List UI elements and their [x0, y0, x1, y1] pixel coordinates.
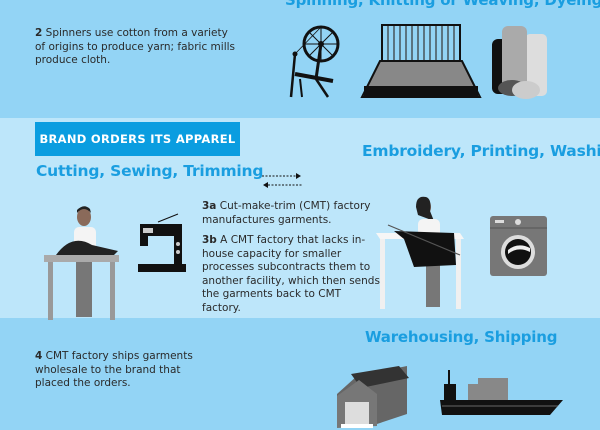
step-description: Spinners use cotton from a variety of or… — [35, 27, 236, 66]
step-number: 4 — [35, 350, 43, 362]
step-number: 3b — [202, 234, 217, 246]
worker-embroidery-icon — [376, 196, 464, 309]
washing-machine-icon — [490, 216, 547, 276]
cutting-title: Cutting, Sewing, Trimming — [36, 162, 264, 180]
sewing-machine-icon — [138, 213, 186, 272]
worker-cutting-icon — [44, 206, 119, 320]
spinning-title: Spinning, Knitting or Weaving, Dyeing — [285, 0, 600, 9]
cargo-ship-icon — [440, 370, 563, 415]
step-number: 3a — [202, 200, 217, 212]
step-2-text: 2 Spinners use cotton from a variety of … — [35, 27, 235, 68]
step-4-text: 4 CMT factory ships garments wholesale t… — [35, 350, 200, 391]
step-description: A CMT factory that lacks in-house capaci… — [202, 234, 380, 314]
spinning-wheel-icon — [289, 25, 340, 98]
exchange-arrows-icon — [262, 173, 302, 188]
warehouse-icon — [337, 366, 409, 428]
fabric-rolls-icon — [492, 26, 547, 99]
step-number: 2 — [35, 27, 43, 39]
step-description: CMT factory ships garments wholesale to … — [35, 350, 193, 389]
embroidery-title: Embroidery, Printing, Washing — [362, 142, 600, 160]
brand-orders-banner: BRAND ORDERS ITS APPAREL — [35, 122, 240, 156]
loom-icon — [360, 24, 482, 98]
step-3a-text: 3a Cut-make-trim (CMT) factory manufactu… — [202, 200, 382, 227]
shipping-title: Warehousing, Shipping — [365, 328, 558, 346]
step-3b-text: 3b A CMT factory that lacks in-house cap… — [202, 234, 380, 315]
step-description: Cut-make-trim (CMT) factory manufactures… — [202, 200, 371, 226]
